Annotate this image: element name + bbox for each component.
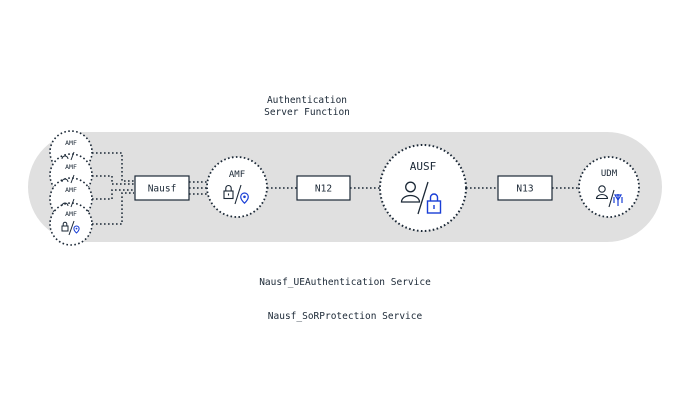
lock-icon bbox=[61, 221, 69, 232]
service-sorprotection: Nausf_SoRProtection Service bbox=[267, 311, 423, 322]
nausf-label: Nausf bbox=[148, 184, 177, 195]
n13-label: N13 bbox=[516, 184, 533, 195]
stacked-amf-4[interactable]: AMF bbox=[49, 202, 93, 246]
stacked-amf-3-label: AMF bbox=[65, 186, 77, 194]
amf-node[interactable]: AMF bbox=[206, 156, 268, 218]
amf-to-nausf-connectors bbox=[92, 152, 134, 225]
service-ueauthentication: Nausf_UEAuthentication Service bbox=[259, 277, 431, 288]
separator-slash bbox=[68, 220, 75, 236]
stacked-amf-1-label: AMF bbox=[65, 139, 77, 147]
user-icon bbox=[595, 185, 609, 200]
peeking-icon-fragments bbox=[61, 151, 75, 208]
diagram-title-line-1: Authentication bbox=[266, 95, 348, 106]
location-pin-icon bbox=[73, 225, 80, 234]
amf-label: AMF bbox=[229, 170, 245, 180]
location-pin-icon bbox=[240, 192, 249, 205]
lock-icon bbox=[426, 193, 442, 214]
ausf-label: AUSF bbox=[410, 160, 437, 173]
udm-label: UDM bbox=[601, 169, 618, 179]
n13-interface[interactable]: N13 bbox=[497, 175, 553, 201]
stacked-amf-group: AMF AMF AMF AMF bbox=[49, 130, 93, 246]
ausf-node[interactable]: AUSF bbox=[379, 144, 467, 232]
separator-slash bbox=[417, 181, 429, 215]
user-icon bbox=[400, 181, 421, 203]
nausf-to-amf-connectors bbox=[189, 181, 207, 195]
nausf-interface[interactable]: Nausf bbox=[134, 175, 190, 201]
lock-icon bbox=[223, 185, 234, 200]
diagram-title-line-2: Server Function bbox=[264, 107, 350, 118]
n12-label: N12 bbox=[315, 184, 332, 195]
antenna-icon bbox=[613, 194, 623, 206]
stacked-amf-4-label: AMF bbox=[65, 210, 77, 218]
udm-node[interactable]: UDM bbox=[578, 156, 640, 218]
separator-slash bbox=[608, 189, 615, 208]
stacked-amf-2-label: AMF bbox=[65, 163, 77, 171]
n12-interface[interactable]: N12 bbox=[296, 175, 351, 201]
separator-slash bbox=[234, 184, 242, 205]
